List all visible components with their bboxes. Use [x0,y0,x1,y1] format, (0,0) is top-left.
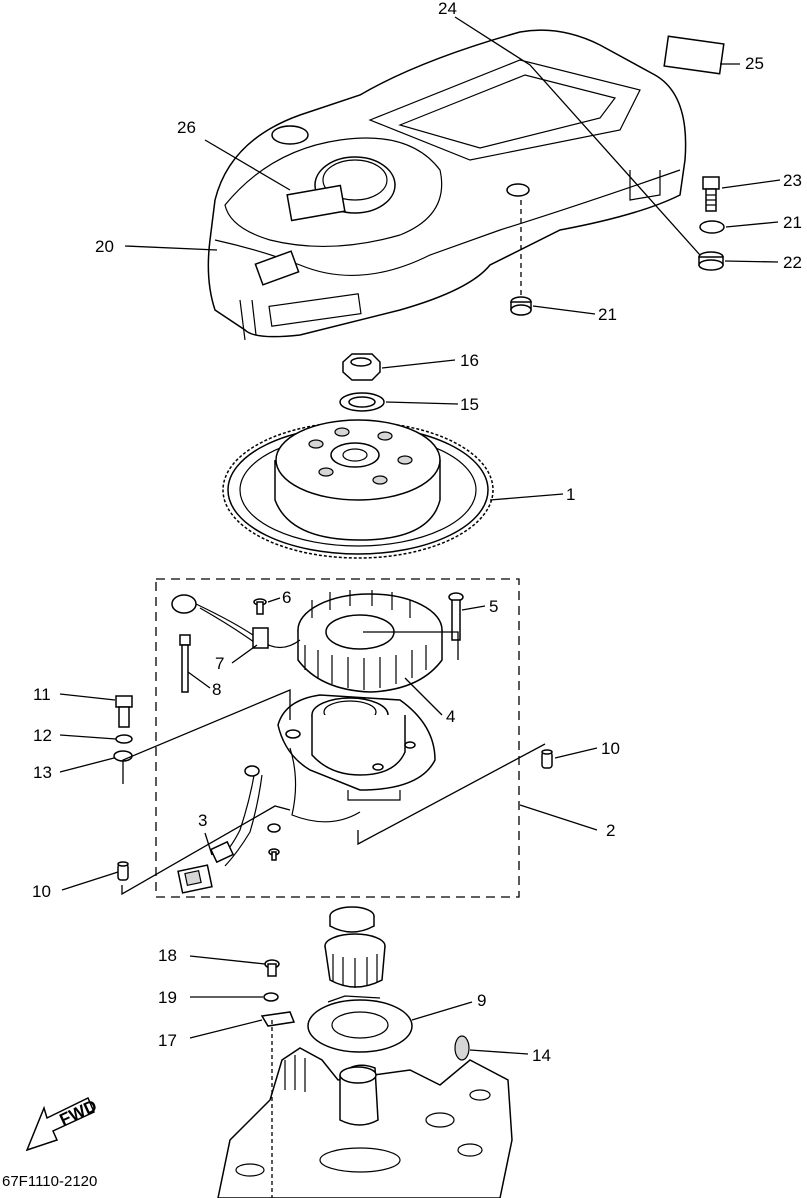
callout-15: 15 [460,395,479,414]
starter-gear [324,933,386,988]
leader-lines [59,16,781,1055]
callout-24: 24 [438,0,457,18]
assembly-box-2 [155,578,520,898]
flywheel-rotor [222,419,494,559]
screw-18 [264,959,280,977]
dowel-pin-10-right [541,749,553,769]
clamp-7 [252,627,269,649]
pulser-cable [171,594,301,649]
tie-band-8 [179,634,191,693]
callout-17: 17 [158,1031,177,1050]
washer-19 [263,992,279,1002]
callout-21-bottom: 21 [598,305,617,324]
callout-5: 5 [489,597,498,616]
callout-4: 4 [446,707,455,726]
callout-26: 26 [177,118,196,137]
callout-10-left: 10 [32,882,51,901]
bolt-23 [702,176,720,212]
label-sticker-25 [663,35,725,75]
key-14 [454,1035,470,1061]
callout-12: 12 [33,726,52,745]
callout-23: 23 [783,171,802,190]
wire-harness-3 [177,747,361,894]
callout-3: 3 [198,811,207,830]
grommet-21 [510,296,532,316]
callout-13: 13 [33,763,52,782]
flywheel-cover [207,29,687,341]
fwd-label: FWD [57,1096,100,1130]
dowel-pin-10-left [117,861,129,881]
base-plate-stator [277,694,436,801]
callout-6: 6 [282,588,291,607]
label-sticker-26 [286,184,346,222]
bolt-11 [115,695,133,728]
fwd-arrow-icon [25,1096,95,1152]
clip-17 [260,1011,296,1027]
grommet-22 [698,251,724,271]
callout-20: 20 [95,237,114,256]
callout-11: 11 [33,685,51,704]
collar-nut [329,906,375,933]
callout-1: 1 [566,485,575,504]
bolt-5 [448,592,464,641]
callout-14: 14 [532,1046,551,1065]
crankcase-powerhead [217,1047,513,1198]
screw-6 [253,598,267,615]
callout-9: 9 [477,991,486,1010]
callout-21-top: 21 [783,213,802,232]
callout-2: 2 [606,821,615,840]
callout-7: 7 [215,654,224,673]
plate-9 [307,995,413,1053]
stator-coil-4 [297,590,443,693]
callout-19: 19 [158,988,177,1007]
diagram-code: 67F1110-2120 [2,1173,97,1190]
callout-8: 8 [212,680,221,699]
callout-18: 18 [158,946,177,965]
washer-15 [339,392,385,412]
callout-10-right: 10 [601,739,620,758]
callout-22: 22 [783,253,802,272]
callout-25: 25 [745,54,764,73]
nut-16 [342,353,381,381]
callout-16: 16 [460,351,479,370]
washer-21 [699,220,725,234]
washer-12 [115,734,133,744]
